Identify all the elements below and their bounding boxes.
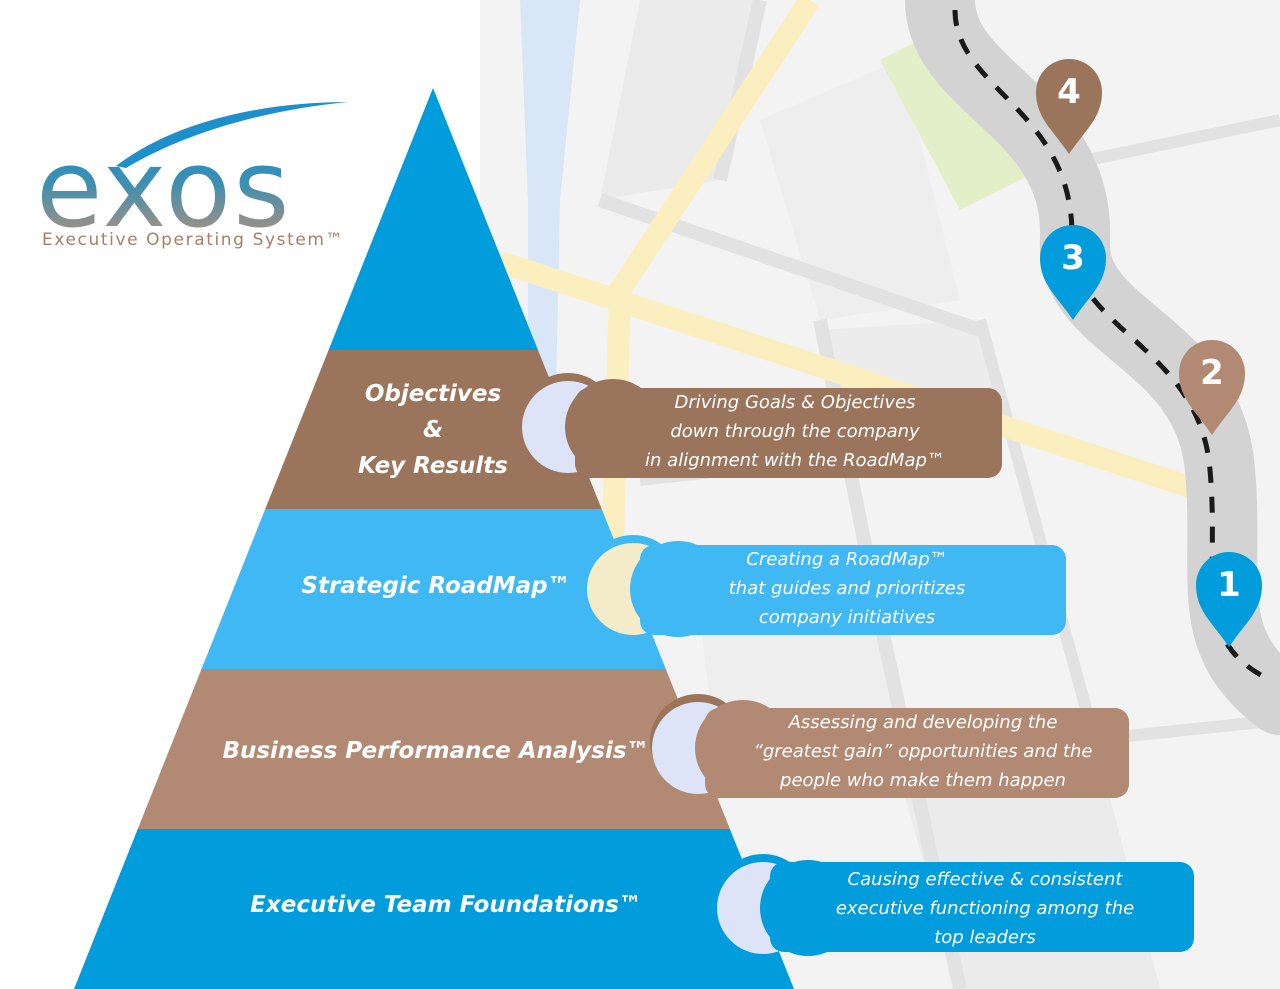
- desc-bpa: Assessing and developing the “greatest g…: [753, 712, 1093, 791]
- callout-roadmap: [585, 535, 1066, 637]
- tier-label-roadmap: Strategic RoadMap™: [301, 573, 571, 599]
- callout-okr: [520, 373, 1002, 478]
- logo-wordmark: exos: [36, 127, 292, 252]
- tier-label-okr: Objectives & Key Results: [358, 381, 508, 479]
- tier-label-bpa: Business Performance Analysis™: [222, 738, 650, 764]
- logo-swoosh-icon: [116, 102, 348, 168]
- milestone-pin-1: [1196, 552, 1262, 647]
- milestone-number-4: 4: [1057, 72, 1081, 112]
- callout-bpa: [650, 694, 1129, 798]
- milestone-pin-4: [1036, 59, 1102, 154]
- tier-label-etf: Executive Team Foundations™: [250, 892, 642, 918]
- milestone-number-1: 1: [1217, 565, 1241, 605]
- milestone-pin-3: [1040, 225, 1106, 320]
- desc-okr: Driving Goals & Objectives down through …: [645, 392, 945, 471]
- logo-tagline: Executive Operating System™: [42, 230, 345, 250]
- tier-etf-band: [74, 829, 794, 989]
- desc-roadmap: Creating a RoadMap™ that guides and prio…: [728, 549, 966, 628]
- milestone-pin-2: [1179, 340, 1245, 435]
- desc-etf: Causing effective & consistent executive…: [835, 869, 1135, 948]
- exos-logo: exos Executive Operating System™: [36, 100, 356, 260]
- callout-etf: [715, 854, 1194, 956]
- milestone-number-2: 2: [1200, 353, 1224, 393]
- milestone-number-3: 3: [1061, 238, 1085, 278]
